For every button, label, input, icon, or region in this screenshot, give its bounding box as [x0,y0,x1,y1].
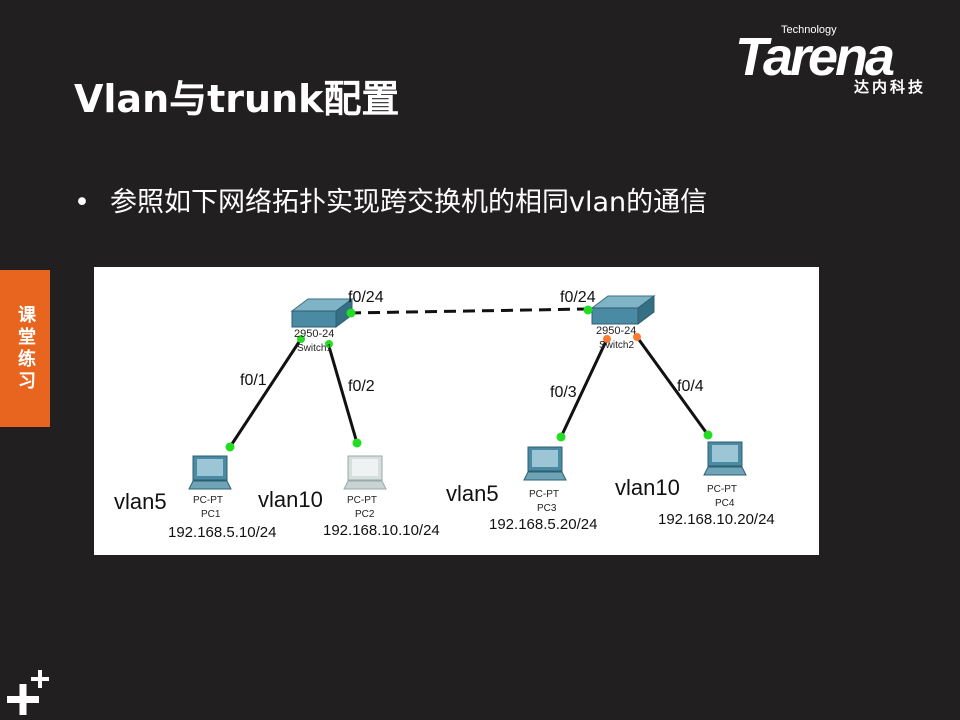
link-pc3 [559,338,609,438]
pc3-vlan-label: vlan5 [446,481,499,506]
bullet-item: • 参照如下网络拓扑实现跨交换机的相同vlan的通信 [74,180,707,219]
pc4-name: PC4 [715,498,735,509]
switch2-name: Switch2 [599,340,634,351]
link-pc4 [635,336,710,436]
pc1-type: PC-PT [193,495,223,506]
status-dot [583,305,593,315]
status-dot [703,430,713,440]
network-topology-diagram: 2950-24 Switch1 2950-24 Switch2 f0/24 f0… [94,267,819,555]
switch2-model: 2950-24 [596,325,636,337]
pc3-name: PC3 [537,503,557,514]
tarena-logo: Technology Tarena 达内科技 [735,24,930,96]
trunk-port-right: f0/24 [560,289,596,306]
pc2-name: PC2 [355,509,375,520]
side-tab-classroom-exercise: 课堂练习 [0,270,50,427]
pc1-ip: 192.168.5.10/24 [168,524,276,541]
pc2-ip: 192.168.10.10/24 [323,522,440,539]
pc2-type: PC-PT [347,495,377,506]
link-pc2 [326,342,359,444]
switch1-model: 2950-24 [294,328,334,340]
pc4-type: PC-PT [707,484,737,495]
status-dot [225,442,235,452]
status-dot [556,432,566,442]
logo-technology-text: Technology [781,24,837,36]
pc4-icon [703,441,747,476]
logo-brand-text: Tarena [735,27,895,87]
port-label-pc3: f0/3 [550,384,577,401]
status-dot [325,340,333,348]
pc3-type: PC-PT [529,489,559,500]
pc2-vlan-label: vlan10 [258,487,323,512]
port-label-pc1: f0/1 [240,372,267,389]
plus-logo-icon [7,670,49,715]
port-label-pc2: f0/2 [348,378,375,395]
switch2-icon [590,295,656,325]
status-dot [346,308,356,318]
status-dot [352,438,362,448]
switch1-icon [290,298,354,328]
bullet-dot-icon: • [74,187,90,218]
pc3-ip: 192.168.5.20/24 [489,516,597,533]
logo-cn-text: 达内科技 [853,78,926,96]
pc1-icon [188,455,232,490]
link-pc1 [228,338,303,448]
port-label-pc4: f0/4 [677,378,704,395]
trunk-port-left: f0/24 [348,289,384,306]
slide-title: Vlan与trunk配置 [74,77,400,121]
status-dot [297,335,305,343]
status-dot [633,333,641,341]
trunk-link [348,307,589,315]
pc2-icon [343,455,387,490]
switch1-name: Switch1 [297,343,332,354]
pc1-vlan-label: vlan5 [114,489,167,514]
bullet-text: 参照如下网络拓扑实现跨交换机的相同vlan的通信 [110,187,708,218]
status-dot [603,335,611,343]
pc4-ip: 192.168.10.20/24 [658,511,775,528]
pc1-name: PC1 [201,509,221,520]
pc4-vlan-label: vlan10 [615,475,680,500]
pc3-icon [523,446,567,481]
